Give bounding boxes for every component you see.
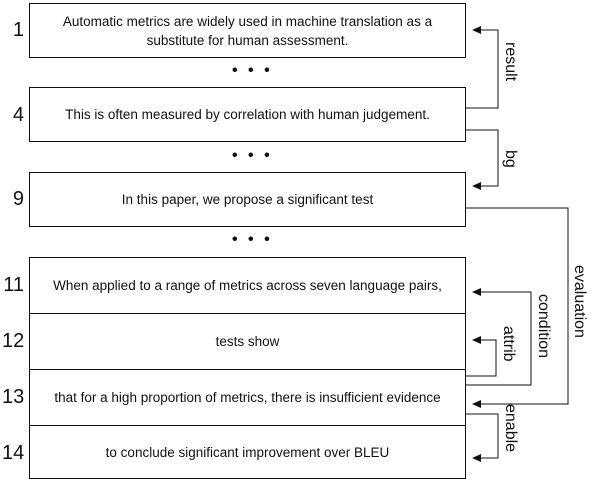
relation-label-evaluation: evaluation [571,265,588,338]
segment-box-12: tests show [29,313,466,370]
ellipsis-1: • • • [232,62,273,79]
segment-number-9: 9 [12,188,24,210]
segment-number-1: 1 [12,19,24,41]
segment-number-4: 4 [12,104,24,126]
segment-number-12: 12 [2,330,25,352]
segment-box-13: that for a high proportion of metrics, t… [29,369,466,426]
relation-label-condition: condition [535,294,552,358]
segment-box-14: to conclude significant improvement over… [29,425,466,479]
segment-box-4: This is often measured by correlation wi… [29,87,466,142]
relation-arrow-evaluation [466,207,569,408]
segment-box-11: When applied to a range of metrics acros… [29,257,466,314]
relation-label-attrib: attrib [500,326,517,362]
relation-label-bg: bg [502,150,519,168]
segment-number-11: 11 [3,274,24,296]
relation-arrow-attrib [466,336,497,377]
relation-label-result: result [502,42,519,82]
ellipsis-2: • • • [232,147,273,164]
segment-box-1: Automatic metrics are widely used in mac… [29,3,466,58]
relation-arrow-condition [466,288,532,386]
relation-label-enable: enable [502,404,519,452]
relation-arrow-enable [466,413,499,462]
relation-arrow-bg [466,129,499,190]
segment-number-14: 14 [2,442,25,464]
ellipsis-3: • • • [232,231,273,248]
segment-number-13: 13 [2,386,25,408]
segment-box-9: In this paper, we propose a significant … [29,172,466,227]
relation-arrow-result [466,26,499,109]
